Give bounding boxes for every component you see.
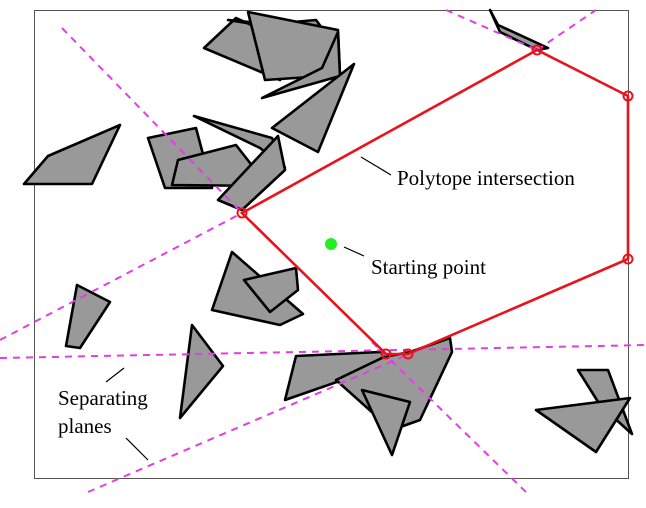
separating-plane [0,344,646,359]
separating-planes-label-line1: Separating [58,386,148,410]
obstacle [534,396,632,454]
polytope-intersection-label: Polytope intersection [397,166,575,190]
separating-plane [536,9,597,51]
obstacle [242,266,300,314]
separating-plane [87,351,415,493]
separating-plane [61,27,243,214]
polytope-vertex [380,348,392,360]
separating-planes [0,9,646,497]
separating-plane [0,212,243,341]
polytope-vertex [622,253,634,265]
obstacle [22,123,122,186]
obstacle [178,323,225,420]
polytope-label-leader [360,156,392,176]
separating-plane [445,9,538,51]
separating-plane [371,341,531,497]
obstacle [488,8,550,52]
obstacle [360,388,412,457]
obstacle [216,134,287,212]
obstacle [270,62,356,154]
polytope-vertex [402,348,414,360]
polytope-vertex [622,90,634,102]
separating-planes-label-line2: planes [58,414,112,438]
starting-point-label-leader [343,246,365,257]
polytope-vertex [531,44,543,56]
obstacle [64,283,112,350]
polytope-vertex [236,207,248,219]
separating-planes-label-leader [125,437,149,461]
polytope-vertices [236,44,634,360]
polytope-outline [239,48,630,356]
obstacle [260,30,342,100]
separating-planes-label-leader [105,367,125,383]
starting-point [325,238,337,250]
starting-point-label: Starting point [371,255,486,279]
